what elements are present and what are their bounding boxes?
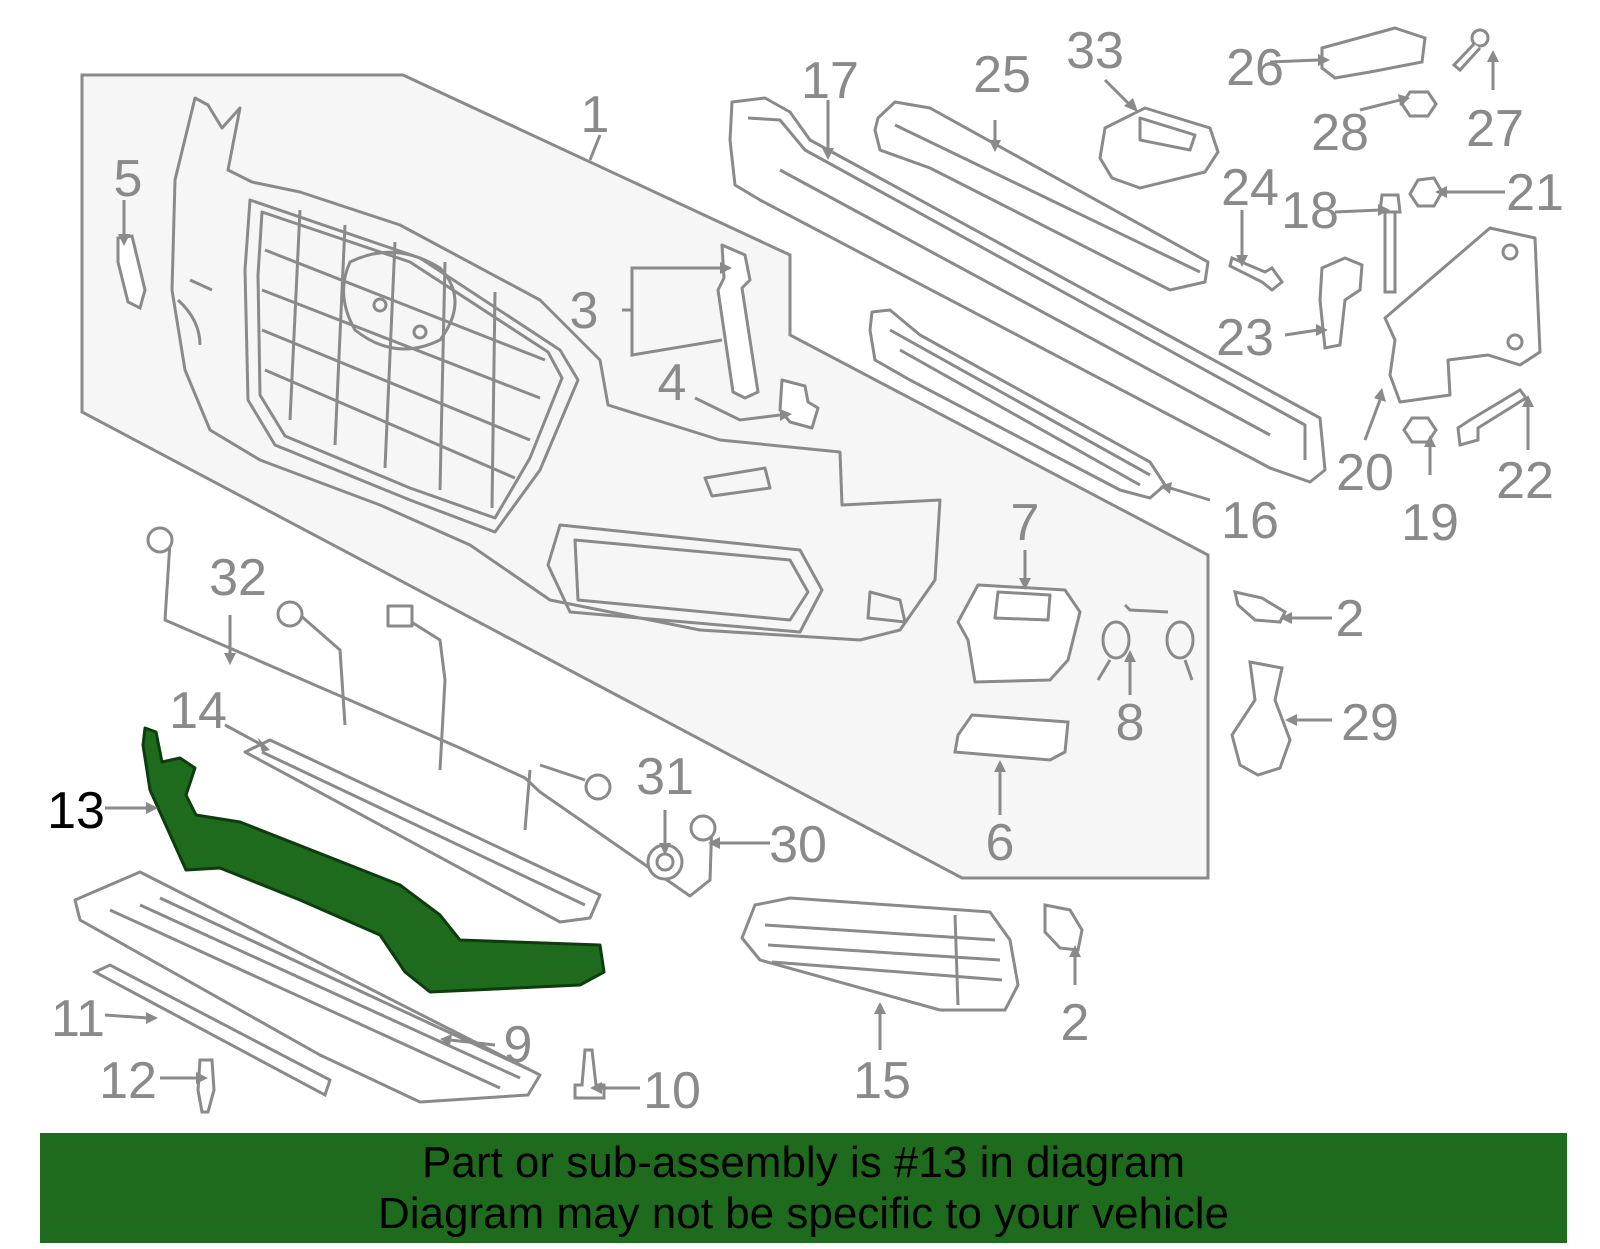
banner-line-1: Part or sub-assembly is #13 in diagram <box>422 1138 1185 1187</box>
banner-line-2: Diagram may not be specific to your vehi… <box>377 1189 1230 1238</box>
part-17-impact-bar <box>728 96 1327 484</box>
part-33-module <box>1098 106 1220 190</box>
assembly-panel <box>80 73 1210 880</box>
part-3-4-brackets <box>716 243 820 430</box>
callout-33: 33 <box>1066 22 1124 80</box>
callout-12: 12 <box>99 1052 157 1110</box>
part-16-support <box>868 308 1167 500</box>
callout-14: 14 <box>169 682 227 740</box>
part-14-strip <box>243 738 602 924</box>
part-13-highlighted <box>141 726 606 994</box>
callout-5: 5 <box>114 150 143 208</box>
callout-4: 4 <box>658 354 687 412</box>
callout-31: 31 <box>636 748 694 806</box>
info-banner: Part or sub-assembly is #13 in diagram D… <box>40 1133 1567 1243</box>
callout-27: 27 <box>1466 100 1524 158</box>
part-2-clip-upper <box>1233 590 1287 624</box>
callout-19: 19 <box>1401 494 1459 552</box>
part-29-boot <box>1230 660 1292 777</box>
part-28-nut <box>1400 90 1438 118</box>
callout-1: 1 <box>581 86 610 144</box>
callout-9: 9 <box>504 1016 533 1074</box>
part-21-nut <box>1408 176 1444 208</box>
part-27-screw <box>1451 28 1490 73</box>
callout-23: 23 <box>1216 309 1274 367</box>
part-22-bolt <box>1456 388 1529 447</box>
callout-2-lower: 2 <box>1061 994 1090 1052</box>
callout-25: 25 <box>973 46 1031 104</box>
part-8-spring <box>1096 603 1195 681</box>
callout-26: 26 <box>1226 39 1284 97</box>
part-5-shape <box>116 234 147 311</box>
part-32-wiring <box>146 526 717 898</box>
callout-16: 16 <box>1221 492 1279 550</box>
callout-8: 8 <box>1116 694 1145 752</box>
callout-22: 22 <box>1496 452 1554 510</box>
part-12-clip <box>196 1058 216 1114</box>
part-2-clip-lower <box>1043 903 1084 952</box>
callout-6: 6 <box>986 814 1015 872</box>
callout-3: 3 <box>570 282 599 340</box>
callout-24: 24 <box>1221 159 1279 217</box>
callout-28: 28 <box>1311 104 1369 162</box>
part-15-grille <box>740 896 1020 1012</box>
part-11-strip <box>91 963 332 1098</box>
part-20-mount <box>1383 226 1542 404</box>
callout-29: 29 <box>1341 694 1399 752</box>
callout-11: 11 <box>51 990 105 1048</box>
callout-17: 17 <box>801 52 859 110</box>
leader-lines <box>104 58 1530 1090</box>
bumper-cover-part <box>170 96 942 642</box>
part-25-absorber <box>873 100 1210 292</box>
callout-30: 30 <box>769 816 827 874</box>
part-23-bracket <box>1318 256 1364 350</box>
part-26-bracket <box>1320 26 1427 80</box>
callout-13: 13 <box>47 782 105 840</box>
callout-15: 15 <box>853 1052 911 1110</box>
callout-7: 7 <box>1011 494 1040 552</box>
part-24-pin <box>1228 255 1285 292</box>
callout-20: 20 <box>1336 444 1394 502</box>
callout-2-upper: 2 <box>1336 590 1365 648</box>
part-7-bracket <box>956 583 1082 684</box>
leader-arrowheads <box>118 50 1534 1094</box>
part-9-undertray <box>73 870 542 1104</box>
callout-32: 32 <box>209 549 267 607</box>
callout-10: 10 <box>643 1062 701 1120</box>
callout-21: 21 <box>1506 164 1564 222</box>
part-6-cap <box>953 713 1070 762</box>
callout-18: 18 <box>1281 182 1339 240</box>
